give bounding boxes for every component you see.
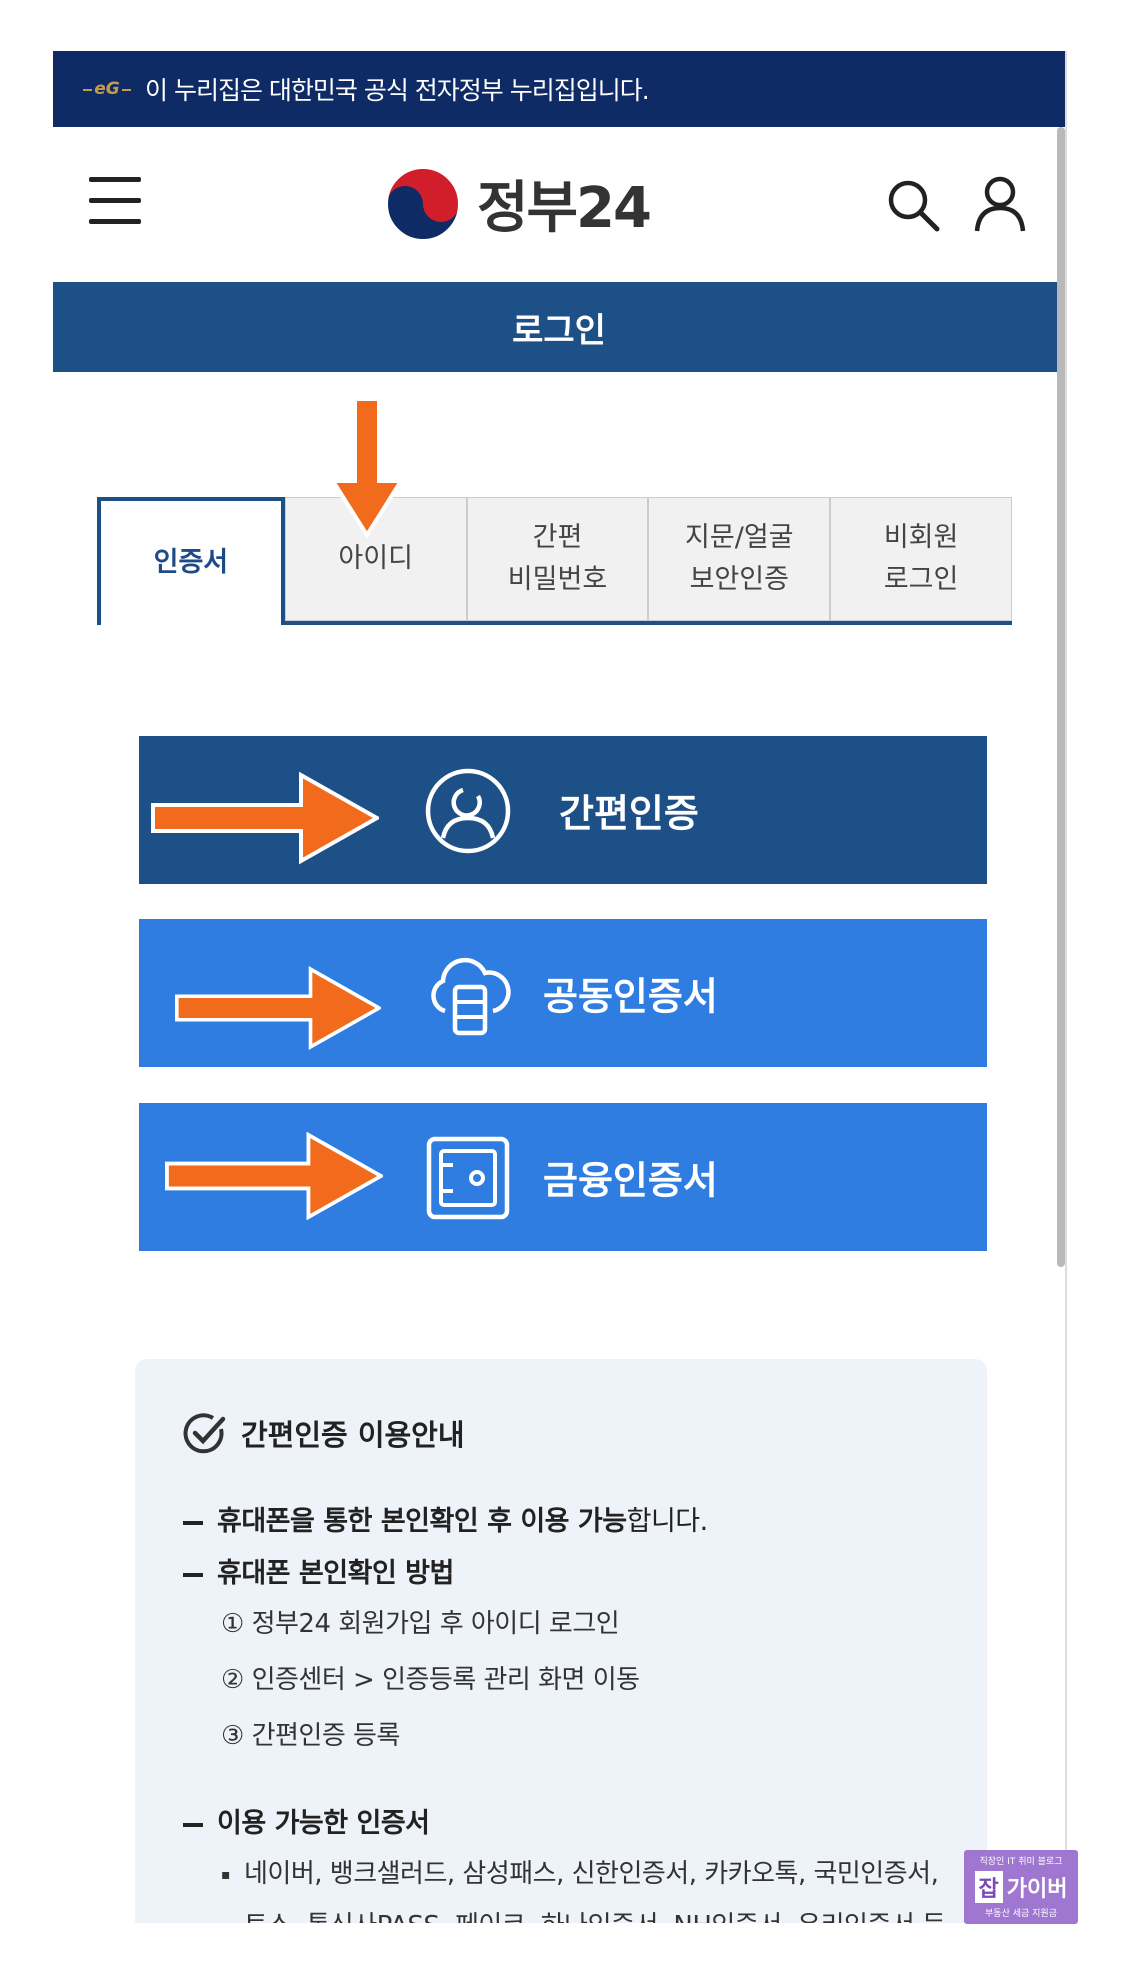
orange-arrow-right-icon [151,771,379,865]
scrollbar[interactable] [1057,127,1065,1267]
joint-certificate-label: 공동인증서 [543,974,718,1019]
gov24-logo[interactable]: 정부24 [383,163,652,244]
guide-step-2: ② 인증센터 > 인증등록 관리 화면 이동 [221,1665,640,1695]
orange-arrow-right-icon [165,1131,383,1221]
guide-line-method: 휴대폰 본인확인 방법 [183,1551,454,1590]
logo-text: 정부24 [477,176,652,241]
guide-step-3: ③ 간편인증 등록 [221,1721,400,1751]
financial-certificate-label: 금융인증서 [543,1158,718,1203]
guide-line-certificates: 이용 가능한 인증서 [183,1801,430,1840]
tab-biometric[interactable]: 지문/얼굴 보안인증 [648,497,831,621]
orange-arrow-right-icon [175,966,381,1050]
safe-icon [426,1136,510,1220]
guide-title: 간편인증 이용안내 [183,1411,465,1455]
orange-arrow-down-icon [331,399,403,539]
gov-banner: eG 이 누리집은 대한민국 공식 전자정부 누리집입니다. [53,51,1065,127]
guide-line-phone: 휴대폰을 통한 본인확인 후 이용 가능합니다. [183,1499,708,1538]
user-icon[interactable] [973,175,1027,233]
egov-logo-icon: eG [83,78,131,100]
guide-step-1: ① 정부24 회원가입 후 아이디 로그인 [221,1609,620,1639]
taegeuk-icon [386,166,460,241]
tab-guest-login[interactable]: 비회원 로그인 [830,497,1012,621]
blog-watermark-badge: 직장인 IT 취미 블로그 잡 가이버 부동산 세금 지원금 [964,1850,1078,1924]
check-circle-icon [183,1413,226,1454]
login-tabs: 인증서 아이디 간편 비밀번호 지문/얼굴 보안인증 비회원 로그인 [97,497,1012,625]
joint-certificate-button[interactable]: 공동인증서 [139,919,987,1067]
guide-certificate-list: 토스, 통신사PASS, 페이코, 하나인증서, NH인증서, 우리인증서 등 [221,1905,946,1923]
tab-simple-password[interactable]: 간편 비밀번호 [466,497,649,621]
site-header: 정부24 [53,127,1065,282]
simple-auth-guide: 간편인증 이용안내 휴대폰을 통한 본인확인 후 이용 가능합니다. 휴대폰 본… [135,1359,987,1923]
simple-auth-label: 간편인증 [559,791,699,836]
mobile-page: eG 이 누리집은 대한민국 공식 전자정부 누리집입니다. 정부24 로그인 … [53,51,1067,1923]
page-title: 로그인 [512,310,606,351]
search-icon[interactable] [885,177,941,233]
person-circle-icon [425,768,511,854]
gov-banner-text: 이 누리집은 대한민국 공식 전자정부 누리집입니다. [145,76,650,105]
tab-certificate[interactable]: 인증서 [97,497,285,625]
page-title-bar: 로그인 [53,282,1065,372]
hamburger-menu-icon[interactable] [89,177,141,225]
guide-certificate-list: 네이버, 뱅크샐러드, 삼성패스, 신한인증서, 카카오톡, 국민인증서, [221,1853,939,1890]
cloud-database-icon [431,957,511,1036]
